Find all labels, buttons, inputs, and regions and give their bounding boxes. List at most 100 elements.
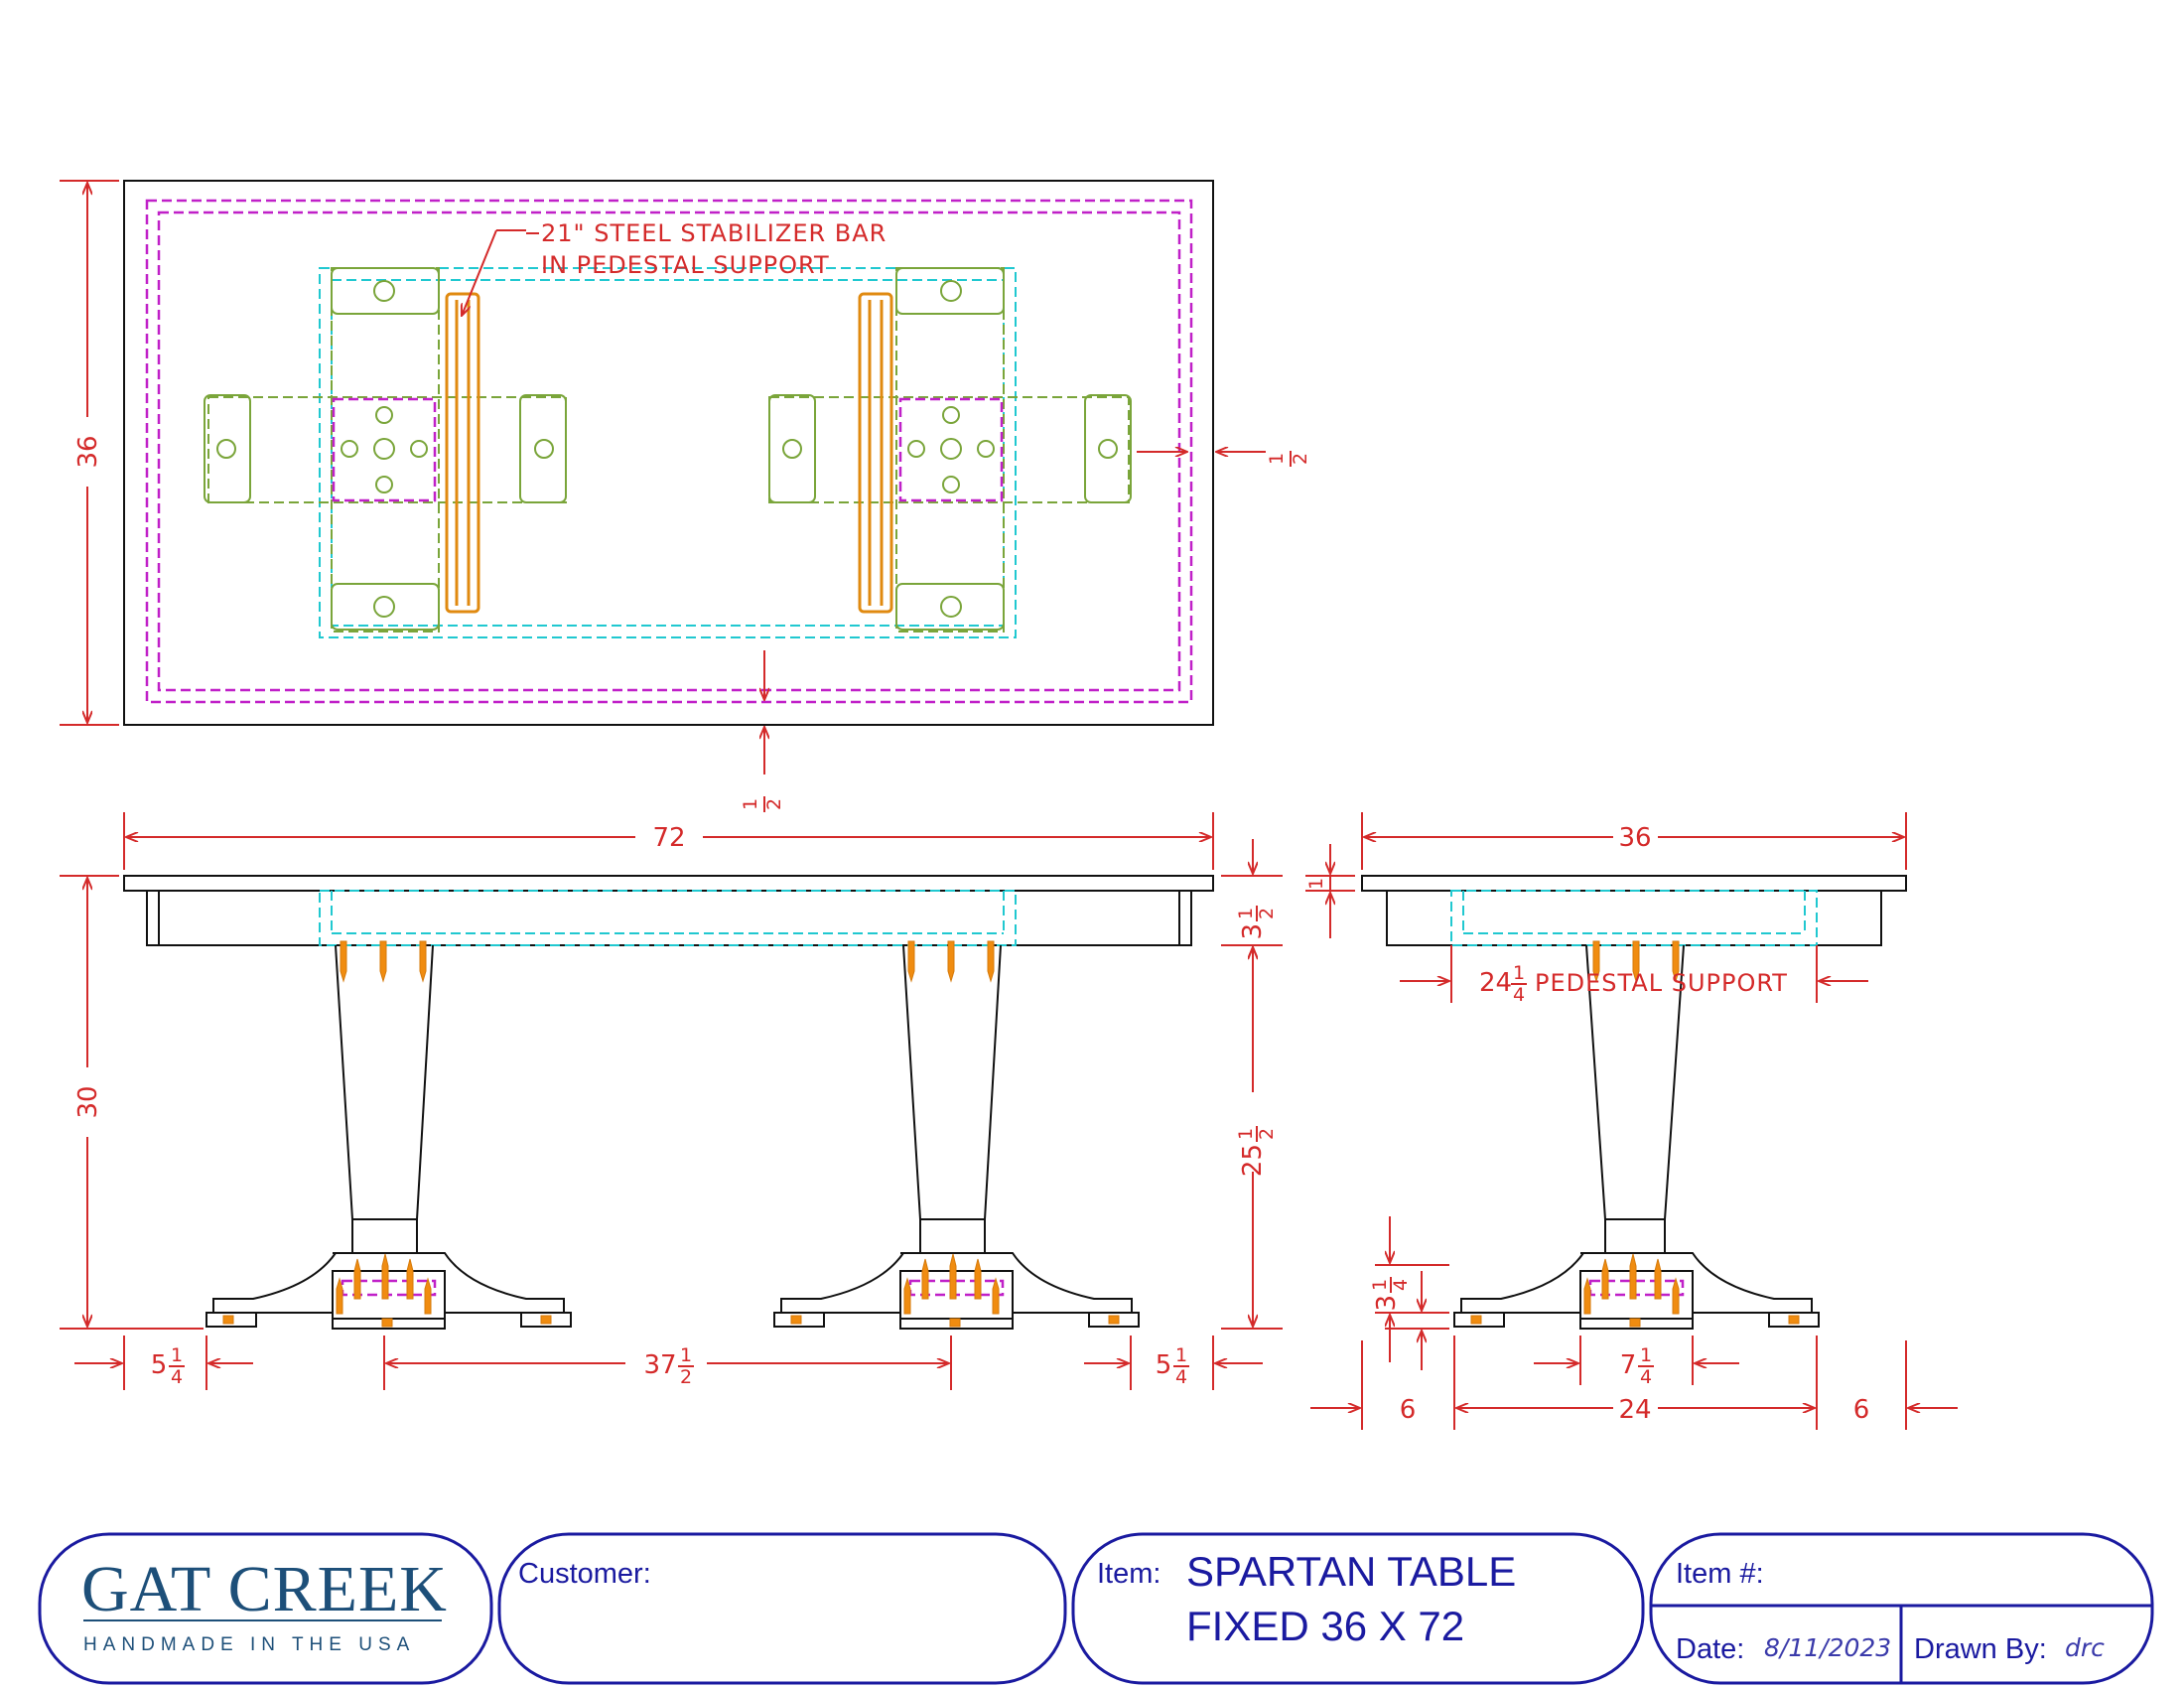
svg-text:37: 37 — [643, 1350, 676, 1380]
stabilizer-bar — [445, 292, 480, 614]
front-apron — [146, 890, 1192, 946]
dim-foot-offset-left: 5 1 4 — [151, 1344, 185, 1388]
svg-text:PEDESTAL SUPPORT: PEDESTAL SUPPORT — [1535, 969, 1788, 997]
svg-text:4: 4 — [1513, 984, 1525, 1006]
bolt-hole — [1098, 439, 1118, 459]
mounting-rail-vertical — [331, 267, 440, 633]
item-name-line1: SPARTAN TABLE — [1186, 1548, 1516, 1595]
lag-screws-bottom — [222, 1253, 552, 1328]
item-number-label: Item #: — [1676, 1558, 1764, 1590]
top-cleat — [331, 267, 440, 315]
date-value: 8/11/2023 — [1764, 1633, 1891, 1662]
apron-outer — [145, 199, 1193, 704]
svg-text:4: 4 — [171, 1366, 183, 1388]
stabilizer-leader — [462, 229, 497, 316]
title-block: GAT CREEK HANDMADE IN THE USA Customer: … — [38, 1532, 2154, 1685]
dim-pedestal-support: 24 1 4 PEDESTAL SUPPORT — [1479, 962, 1788, 1006]
svg-text:7: 7 — [1620, 1350, 1637, 1380]
bolt-hole — [373, 280, 395, 302]
dim-top-depth: 36 — [73, 435, 103, 468]
foot-pad-left — [768, 394, 816, 503]
foot-pad-left — [204, 394, 251, 503]
date-label: Date: — [1676, 1633, 1744, 1665]
top-cleat — [895, 267, 1005, 315]
side-tabletop — [1361, 875, 1907, 892]
logo-panel — [38, 1532, 493, 1685]
bolt-hole — [534, 439, 554, 459]
bolt-hole — [410, 440, 428, 458]
dim-pedestal-spacing: 37 1 2 — [643, 1344, 694, 1388]
svg-text:4: 4 — [1640, 1366, 1652, 1388]
lag-screws-top — [907, 940, 995, 983]
left-pedestal-plan — [204, 267, 567, 633]
svg-text:1: 1 — [171, 1344, 183, 1366]
bolt-hole — [373, 596, 395, 618]
front-tabletop — [123, 875, 1214, 892]
pedestal-support-inner — [331, 279, 1005, 627]
pedestal-block — [332, 397, 437, 502]
dim-side-base-span: 24 — [1618, 1395, 1651, 1425]
lag-screws-bottom — [790, 1253, 1120, 1328]
side-elevation: 36 1 24 1 4 PEDESTAL SUPPORT 3 — [1305, 812, 1958, 1430]
pedestal-base — [212, 1218, 565, 1330]
svg-text:1: 1 — [1513, 962, 1525, 984]
item-panel — [1071, 1532, 1645, 1685]
dim-foot-offset-right: 5 1 4 — [1156, 1344, 1189, 1388]
drawn-by-label: Drawn By: — [1914, 1633, 2047, 1665]
dim-side-edge-left: 6 — [1400, 1395, 1417, 1425]
svg-text:1: 1 — [1369, 1279, 1391, 1291]
right-pedestal-front — [773, 940, 1140, 1330]
pedestal-column — [335, 944, 434, 1220]
bolt-hole — [942, 406, 960, 424]
svg-text:4: 4 — [1175, 1366, 1187, 1388]
dim-side-width: 36 — [1618, 823, 1651, 853]
tabletop-outline — [123, 180, 1214, 726]
bolt-hole — [942, 476, 960, 493]
pedestal-base — [780, 1218, 1133, 1330]
logo-wordmark: GAT CREEK — [81, 1553, 448, 1625]
svg-text:1: 1 — [1305, 878, 1327, 890]
plan-view: 21" STEEL STABILIZER BAR IN PEDESTAL SUP… — [60, 180, 1311, 812]
svg-text:3: 3 — [1238, 923, 1268, 940]
foot-left — [773, 1312, 825, 1328]
front-pedestal-support — [319, 890, 1017, 946]
svg-text:2: 2 — [1290, 453, 1311, 465]
svg-text:24: 24 — [1479, 968, 1512, 998]
bottom-cleat — [895, 583, 1005, 631]
dim-base-plate: 7 1 4 — [1620, 1344, 1654, 1388]
svg-text:1: 1 — [680, 1344, 692, 1366]
pedestal-support-outline — [319, 267, 1017, 638]
svg-text:1: 1 — [1235, 1128, 1257, 1140]
svg-text:3: 3 — [1372, 1295, 1402, 1312]
front-elevation: 72 30 3 1 2 25 1 2 — [60, 812, 1283, 1390]
side-pedestal-support — [1450, 890, 1818, 946]
dim-apron-height: 3 1 2 — [1235, 906, 1278, 940]
svg-text:5: 5 — [1156, 1350, 1172, 1380]
dim-leg-height: 25 1 2 — [1235, 1126, 1278, 1177]
right-pedestal-plan — [768, 267, 1132, 633]
stabilizer-note-line2: IN PEDESTAL SUPPORT — [541, 251, 830, 279]
bolt-hole — [375, 406, 393, 424]
dim-front-height: 30 — [73, 1085, 103, 1118]
logo-tagline: HANDMADE IN THE USA — [83, 1634, 415, 1655]
bolt-hole — [782, 439, 802, 459]
bottom-cleat — [331, 583, 440, 631]
bolt-hole — [907, 440, 925, 458]
foot-right — [1088, 1312, 1140, 1328]
stabilizer-note-line1: 21" STEEL STABILIZER BAR — [541, 219, 887, 247]
bolt-hole — [940, 596, 962, 618]
svg-text:4: 4 — [1390, 1279, 1412, 1291]
dim-top-thickness: 1 — [1305, 876, 1331, 892]
svg-text:25: 25 — [1238, 1144, 1268, 1177]
foot-pad-right — [519, 394, 567, 503]
dim-front-length: 72 — [652, 823, 685, 853]
svg-text:2: 2 — [1256, 1128, 1278, 1140]
stabilizer-bar — [858, 292, 893, 614]
side-apron — [1386, 890, 1882, 946]
item-name-line2: FIXED 36 X 72 — [1186, 1603, 1464, 1649]
dim-overhang-bottom: 1 2 — [740, 796, 785, 812]
svg-text:1: 1 — [1640, 1344, 1652, 1366]
mounting-rail — [768, 396, 1130, 503]
apron-inner — [157, 211, 1181, 692]
